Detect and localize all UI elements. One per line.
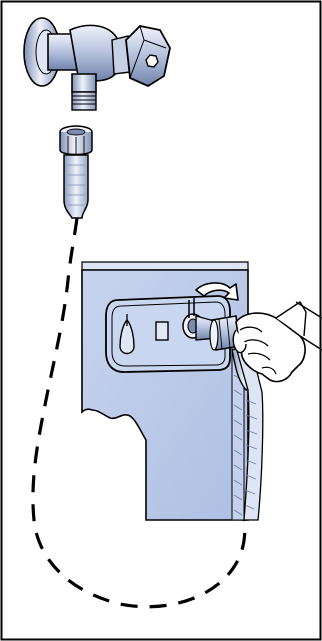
square-symbol xyxy=(155,321,169,341)
hand-tightening-coupling xyxy=(232,301,322,383)
hose-coupling-nut xyxy=(59,125,93,156)
hose-upper-segment xyxy=(63,154,89,219)
rotate-clockwise-arrow-icon xyxy=(195,282,239,301)
water-tap-icon xyxy=(23,17,171,111)
connection-plate xyxy=(105,295,231,373)
hose-routing-dashed-path xyxy=(31,217,247,609)
keyhole-symbol xyxy=(119,318,135,355)
